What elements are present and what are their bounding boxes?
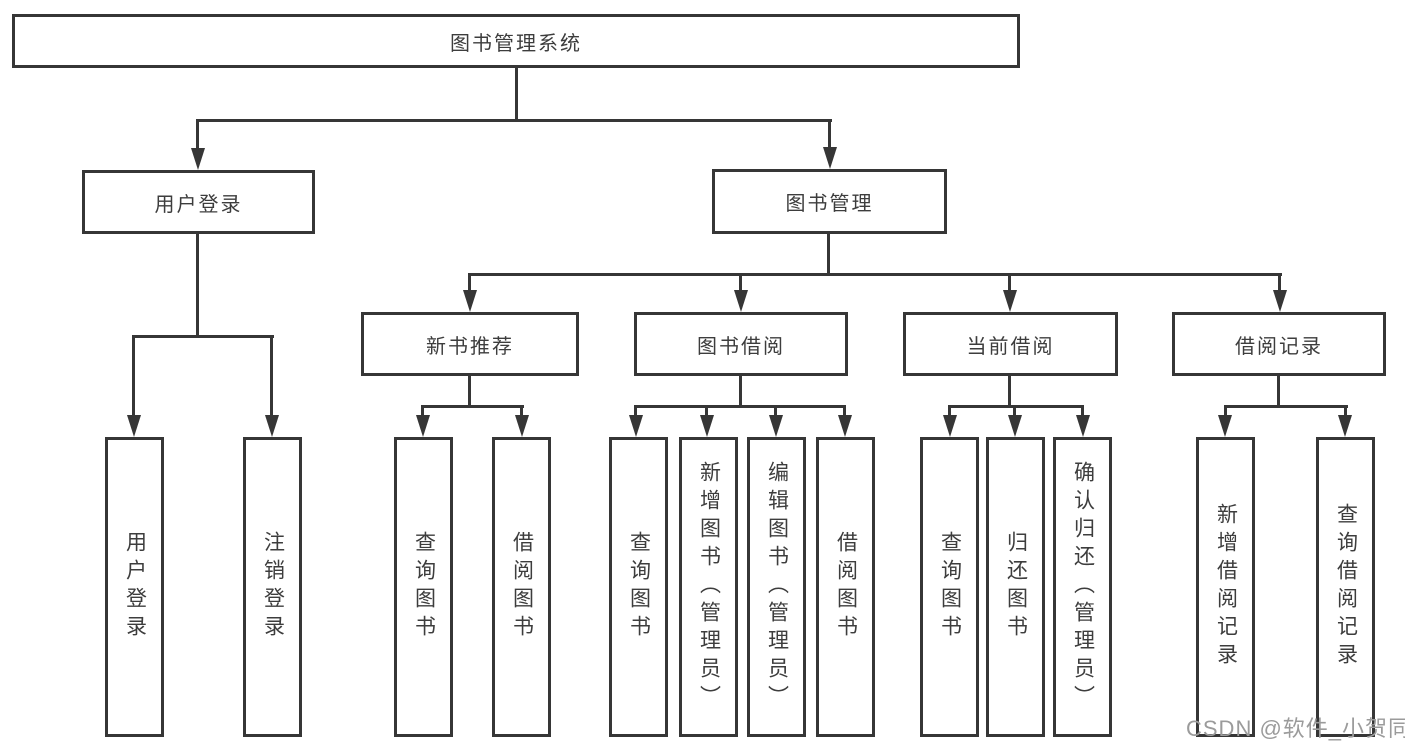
connector-vline	[827, 234, 830, 275]
leaf-edit-book-admin-label: 编辑图书（管理员）	[765, 461, 789, 713]
arrow-down-icon	[838, 415, 852, 437]
node-root-system: 图书管理系统	[12, 14, 1020, 68]
connector-vline	[132, 335, 135, 417]
leaf-user-login: 用户登录	[105, 437, 164, 737]
arrow-down-icon	[823, 147, 837, 169]
leaf-query-book-borrow-label: 查询图书	[627, 531, 651, 643]
leaf-logout: 注销登录	[243, 437, 302, 737]
leaf-query-book-recommend: 查询图书	[394, 437, 453, 737]
connector-vline	[634, 405, 637, 417]
connector-hline	[132, 335, 274, 338]
connector-hline	[1224, 405, 1348, 408]
connector-vline	[774, 405, 777, 417]
leaf-borrow-book-label: 借阅图书	[834, 531, 858, 643]
node-new-book-recommend-label: 新书推荐	[426, 335, 514, 358]
connector-vline	[421, 405, 424, 417]
node-user-login-label: 用户登录	[154, 193, 243, 216]
connector-hline	[196, 119, 832, 122]
node-borrow-records: 借阅记录	[1172, 312, 1386, 376]
leaf-borrow-book: 借阅图书	[816, 437, 875, 737]
node-current-borrow: 当前借阅	[903, 312, 1118, 376]
connector-vline	[843, 405, 846, 417]
arrow-down-icon	[734, 290, 748, 312]
leaf-return-book-label: 归还图书	[1004, 531, 1028, 643]
connector-vline	[1277, 376, 1280, 408]
connector-vline	[705, 405, 708, 417]
leaf-add-book-admin-label: 新增图书（管理员）	[697, 461, 721, 713]
node-user-login: 用户登录	[82, 170, 315, 234]
arrow-down-icon	[463, 290, 477, 312]
connector-vline	[196, 234, 199, 337]
node-book-management-label: 图书管理	[785, 193, 874, 215]
connector-vline	[468, 376, 471, 408]
leaf-borrow-book-recommend: 借阅图书	[492, 437, 551, 737]
arrow-down-icon	[1076, 415, 1090, 437]
arrow-down-icon	[629, 415, 643, 437]
connector-vline	[270, 335, 273, 417]
connector-vline	[1008, 376, 1011, 408]
leaf-confirm-return-admin-label: 确认归还（管理员）	[1071, 461, 1095, 713]
connector-vline	[1013, 405, 1016, 417]
connector-hline	[468, 273, 1282, 276]
node-root-system-label: 图书管理系统	[450, 32, 582, 55]
connector-vline	[1081, 405, 1084, 417]
leaf-query-book-borrow: 查询图书	[609, 437, 668, 737]
connector-vline	[739, 376, 742, 408]
arrow-down-icon	[127, 415, 141, 437]
connector-vline	[1278, 273, 1281, 292]
connector-hline	[421, 405, 524, 408]
connector-vline	[1344, 405, 1347, 417]
connector-hline	[948, 405, 1084, 408]
arrow-down-icon	[191, 148, 205, 170]
leaf-return-book: 归还图书	[986, 437, 1045, 737]
leaf-add-book-admin: 新增图书（管理员）	[679, 437, 738, 737]
arrow-down-icon	[1338, 415, 1352, 437]
leaf-add-borrow-record-label: 新增借阅记录	[1214, 503, 1238, 671]
leaf-query-book-recommend-label: 查询图书	[412, 531, 436, 643]
node-current-borrow-label: 当前借阅	[966, 335, 1055, 358]
connector-vline	[739, 273, 742, 292]
leaf-edit-book-admin: 编辑图书（管理员）	[747, 437, 806, 737]
leaf-query-borrow-record: 查询借阅记录	[1316, 437, 1375, 737]
leaf-add-borrow-record: 新增借阅记录	[1196, 437, 1255, 737]
arrow-down-icon	[1273, 290, 1287, 312]
node-book-borrow: 图书借阅	[634, 312, 848, 376]
arrow-down-icon	[515, 415, 529, 437]
connector-vline	[1008, 273, 1011, 292]
arrow-down-icon	[416, 415, 430, 437]
connector-vline	[520, 405, 523, 417]
node-borrow-records-label: 借阅记录	[1235, 335, 1323, 358]
arrow-down-icon	[1003, 290, 1017, 312]
leaf-confirm-return-admin: 确认归还（管理员）	[1053, 437, 1112, 737]
arrow-down-icon	[1008, 415, 1022, 437]
leaf-logout-label: 注销登录	[261, 531, 285, 643]
leaf-borrow-book-recommend-label: 借阅图书	[510, 531, 534, 643]
connector-vline	[948, 405, 951, 417]
leaf-user-login-label: 用户登录	[123, 531, 147, 643]
arrow-down-icon	[943, 415, 957, 437]
arrow-down-icon	[769, 415, 783, 437]
node-book-borrow-label: 图书借阅	[697, 335, 785, 358]
csdn-watermark: CSDN @软件_小贺同学	[1186, 716, 1405, 741]
connector-vline	[196, 119, 199, 150]
leaf-query-book-current-label: 查询图书	[938, 531, 962, 643]
arrow-down-icon	[265, 415, 279, 437]
connector-vline	[468, 273, 471, 292]
leaf-query-borrow-record-label: 查询借阅记录	[1334, 503, 1358, 671]
arrow-down-icon	[700, 415, 714, 437]
connector-vline	[515, 68, 518, 122]
connector-vline	[828, 119, 831, 150]
arrow-down-icon	[1218, 415, 1232, 437]
node-book-management: 图书管理	[712, 169, 947, 234]
leaf-query-book-current: 查询图书	[920, 437, 979, 737]
connector-vline	[1224, 405, 1227, 417]
connector-hline	[634, 405, 846, 408]
node-new-book-recommend: 新书推荐	[361, 312, 579, 376]
